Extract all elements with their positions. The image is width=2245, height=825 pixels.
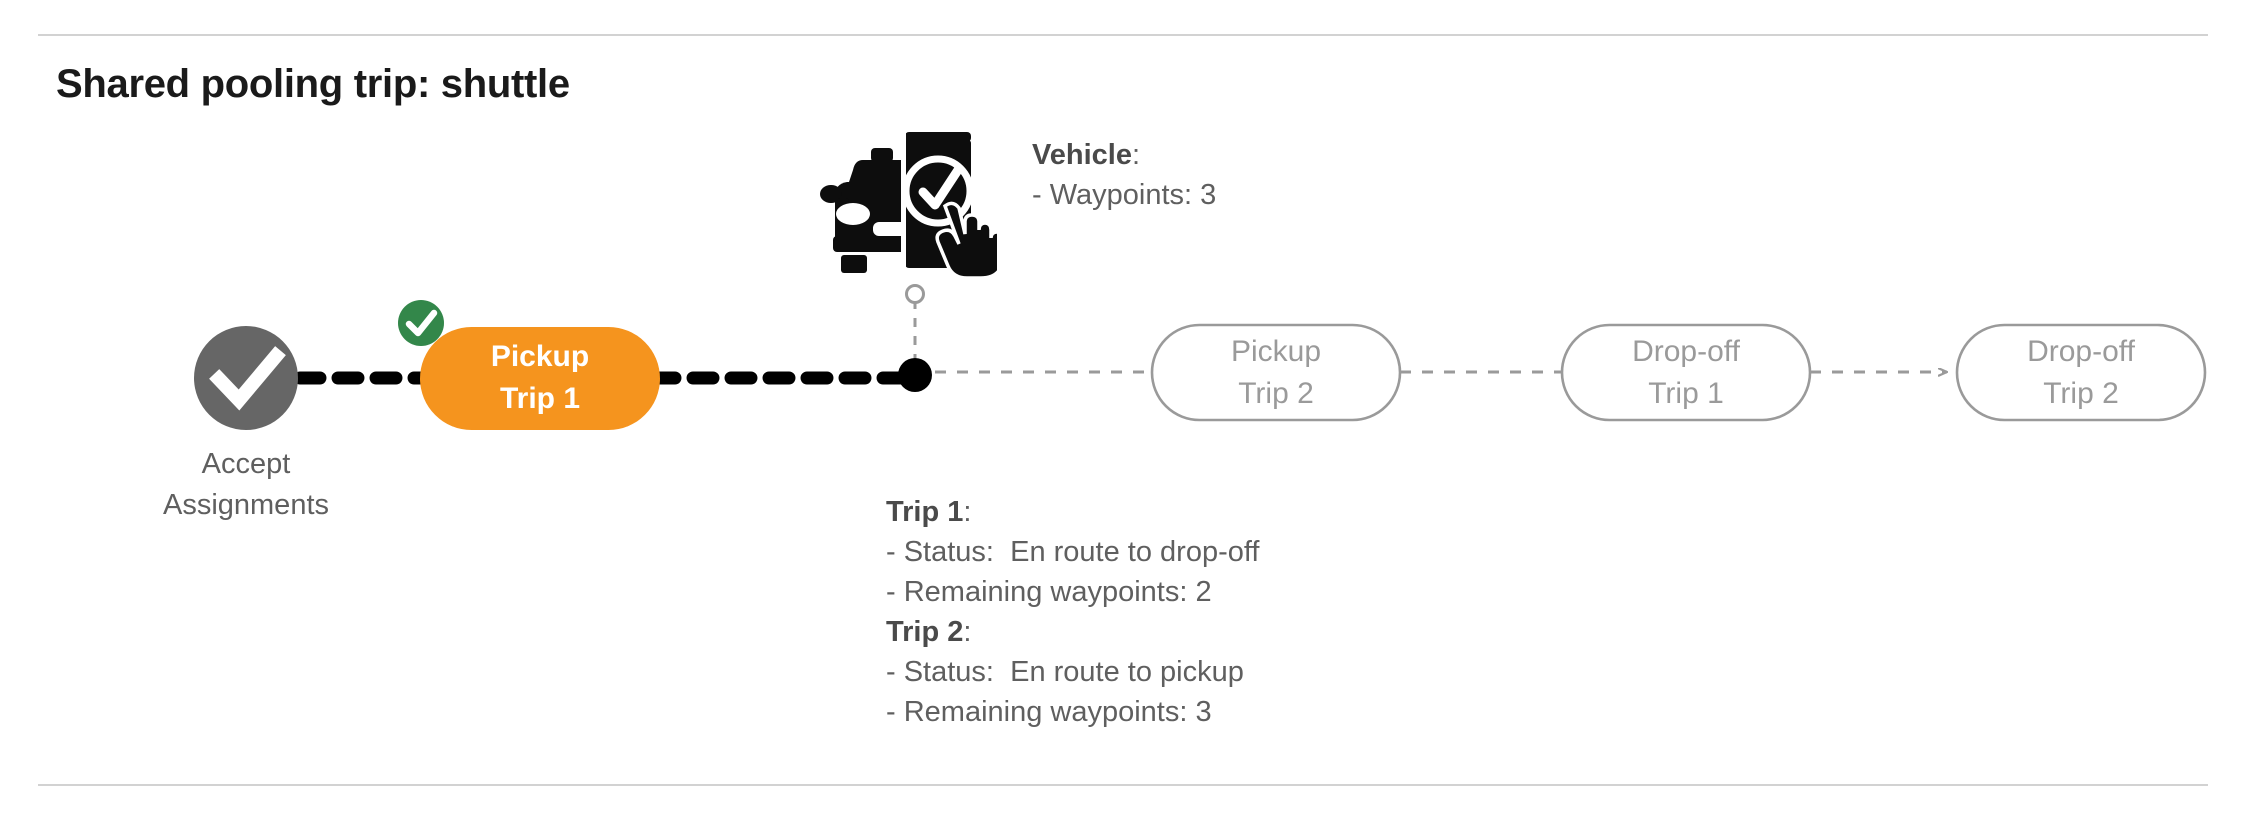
trip-1-status: - Status: En route to drop-off: [886, 536, 1260, 568]
accept-line1: Accept: [201, 448, 291, 480]
divider-bottom: [38, 784, 2208, 786]
trip-annotations: Trip 1: - Status: En route to drop-off -…: [886, 492, 1259, 732]
vehicle-app-icon: [820, 128, 997, 280]
trip-2-waypoints: - Remaining waypoints: 3: [886, 696, 1212, 728]
trip-2-heading-suffix: :: [963, 616, 972, 648]
page-title: Shared pooling trip: shuttle: [56, 62, 570, 106]
check-badge-icon: [405, 309, 438, 337]
trip-1-heading-text: Trip 1: [886, 496, 964, 528]
node-drop-off-trip-1: [1560, 323, 1812, 422]
vehicle-heading-text: Vehicle: [1032, 139, 1132, 171]
completion-badge: [398, 300, 444, 346]
vehicle-annotation-heading: Vehicle:: [1032, 135, 1216, 175]
vehicle-annotation-line-1: - Waypoints: 3: [1032, 179, 1217, 211]
node-accept-assignments: [194, 326, 298, 430]
vehicle-heading-suffix: :: [1131, 139, 1141, 171]
trip-2-status: - Status: En route to pickup: [886, 656, 1244, 688]
node-pickup-trip-2: [1150, 323, 1402, 422]
trip-1-heading-suffix: :: [963, 496, 972, 528]
accept-line2: Assignments: [162, 489, 329, 521]
trip-2-heading-text: Trip 2: [886, 616, 964, 648]
vehicle-annotation: Vehicle: - Waypoints: 3: [1032, 135, 1216, 215]
divider-top: [38, 34, 2208, 36]
vehicle-stem-circle: [905, 284, 925, 304]
trip-1-heading: Trip 1:: [886, 492, 1259, 532]
node-drop-off-trip-2: [1955, 323, 2207, 422]
check-icon: [209, 346, 286, 411]
trip-1-waypoints: - Remaining waypoints: 2: [886, 576, 1212, 608]
current-position-dot: [898, 358, 932, 392]
trip-2-heading: Trip 2:: [886, 612, 1259, 652]
node-pickup-trip-1: [420, 327, 660, 430]
